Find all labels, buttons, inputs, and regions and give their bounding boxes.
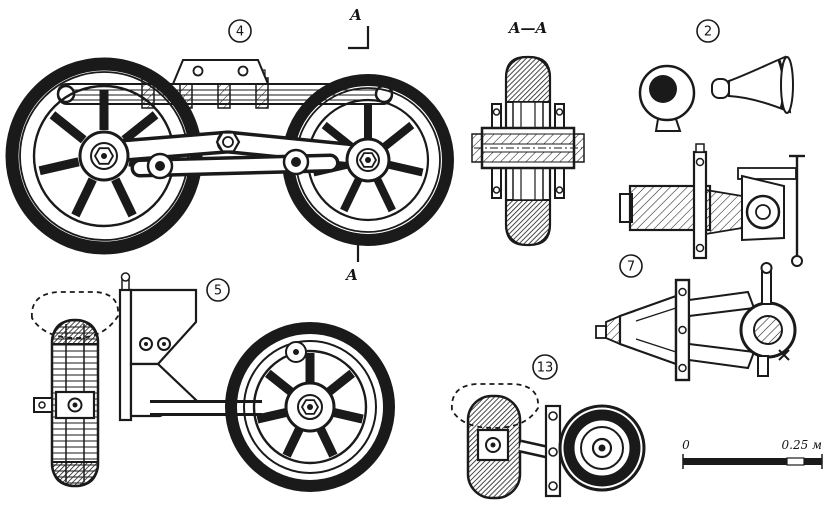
section-view-label: A—A [507,19,547,37]
horn-cap [638,64,696,132]
callout-7-label: 7 [627,260,635,275]
wheel-hub-right [345,137,391,183]
idler-fork-assembly [31,272,395,492]
callout-7: 7 [619,254,643,278]
lower-link [130,148,340,180]
hub-coupling-assembly [595,262,797,382]
scale-bar: 0 0.25 м [682,438,823,469]
callout-2: 2 [696,19,720,43]
callout-4-label: 4 [236,25,244,40]
tail-wheel-assembly [451,383,646,500]
section-mark-top-label: A [348,6,362,24]
callout-13-label: 13 [537,361,554,376]
horn-bell [711,55,794,114]
wheel-hub-left [78,130,130,182]
scale-max-label: 0.25 м [782,438,823,452]
callout-13: 13 [532,354,558,380]
section-view-a-a [471,55,585,247]
spring-bracket [171,59,270,85]
fork-bracket [118,272,262,422]
scale-zero-label: 0 [682,438,690,452]
callout-4: 4 [228,19,252,43]
bogie-assembly [5,57,454,255]
shock-absorber-assembly [619,143,805,267]
center-pivot-nut [215,131,241,153]
callout-5: 5 [206,278,230,302]
tail-wheel [558,404,646,492]
callout-5-label: 5 [214,284,222,299]
section-mark-bottom-label: A [344,266,358,284]
section-cut-marks: A A [344,6,378,284]
horn-parts [638,55,794,132]
idler-wheel [225,322,395,492]
callout-2-label: 2 [704,25,712,40]
